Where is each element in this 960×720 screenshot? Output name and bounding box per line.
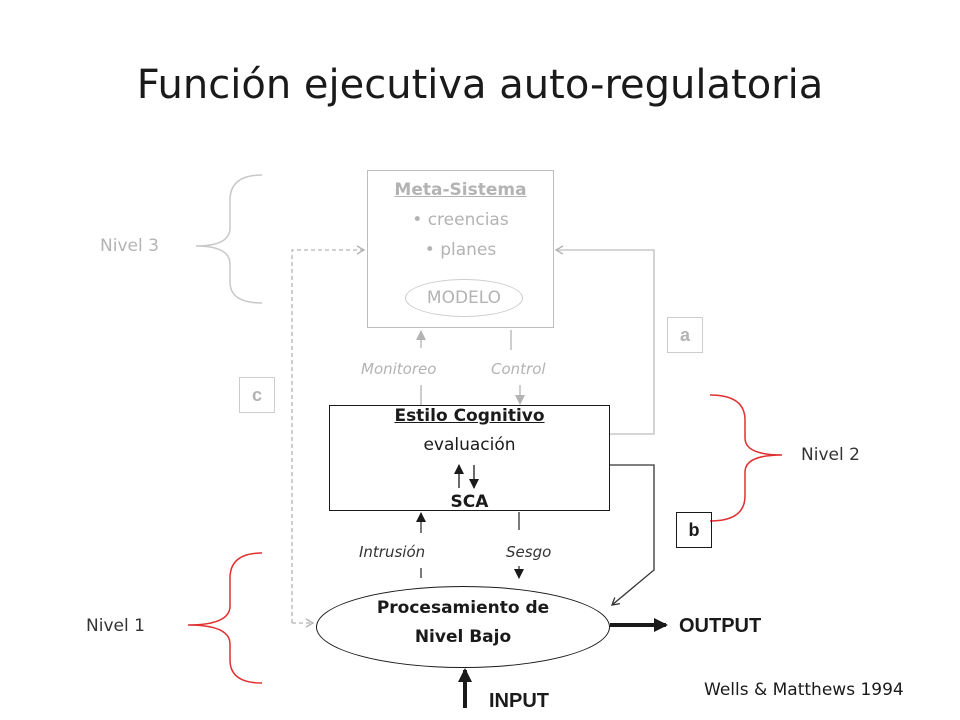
procesamiento-ellipse <box>316 586 610 668</box>
nivel2-label: Nivel 2 <box>801 445 860 465</box>
meta-sistema-box <box>367 170 554 328</box>
estilo-cognitivo-title: Estilo Cognitivo <box>394 406 545 426</box>
monitoreo-label: Monitoreo <box>361 360 437 378</box>
procesamiento-line1: Procesamiento de <box>376 598 550 618</box>
nivel2-brace <box>709 394 783 522</box>
meta-item-creencias: • creencias <box>412 210 509 230</box>
output-label: OUTPUT <box>679 615 762 637</box>
loop-c-box: c <box>239 377 275 413</box>
sca-label: SCA <box>450 492 489 512</box>
modelo-ellipse: MODELO <box>405 279 523 317</box>
loop-a-arrow <box>554 245 655 435</box>
evaluacion-label: evaluación <box>423 435 516 455</box>
loop-b-box: b <box>676 512 712 548</box>
loop-a-box: a <box>667 317 703 353</box>
control-label: Control <box>491 360 546 378</box>
procesamiento-line2: Nivel Bajo <box>414 627 512 647</box>
intrusion-label: Intrusión <box>359 543 426 561</box>
sesgo-label: Sesgo <box>506 543 552 561</box>
loop-b-arrow <box>610 464 655 606</box>
citation: Wells & Matthews 1994 <box>704 680 904 700</box>
meta-item-planes: • planes <box>424 240 497 260</box>
nivel1-label: Nivel 1 <box>86 616 145 636</box>
input-label: INPUT <box>489 690 549 712</box>
meta-sistema-title: Meta-Sistema <box>394 180 527 200</box>
loop-c-arrow-up <box>291 245 366 623</box>
estilo-cognitivo-box <box>329 405 610 511</box>
nivel3-brace <box>195 174 263 304</box>
nivel1-brace <box>187 552 263 684</box>
nivel3-label: Nivel 3 <box>100 236 159 256</box>
page-title: Función ejecutiva auto-regulatoria <box>136 62 824 108</box>
